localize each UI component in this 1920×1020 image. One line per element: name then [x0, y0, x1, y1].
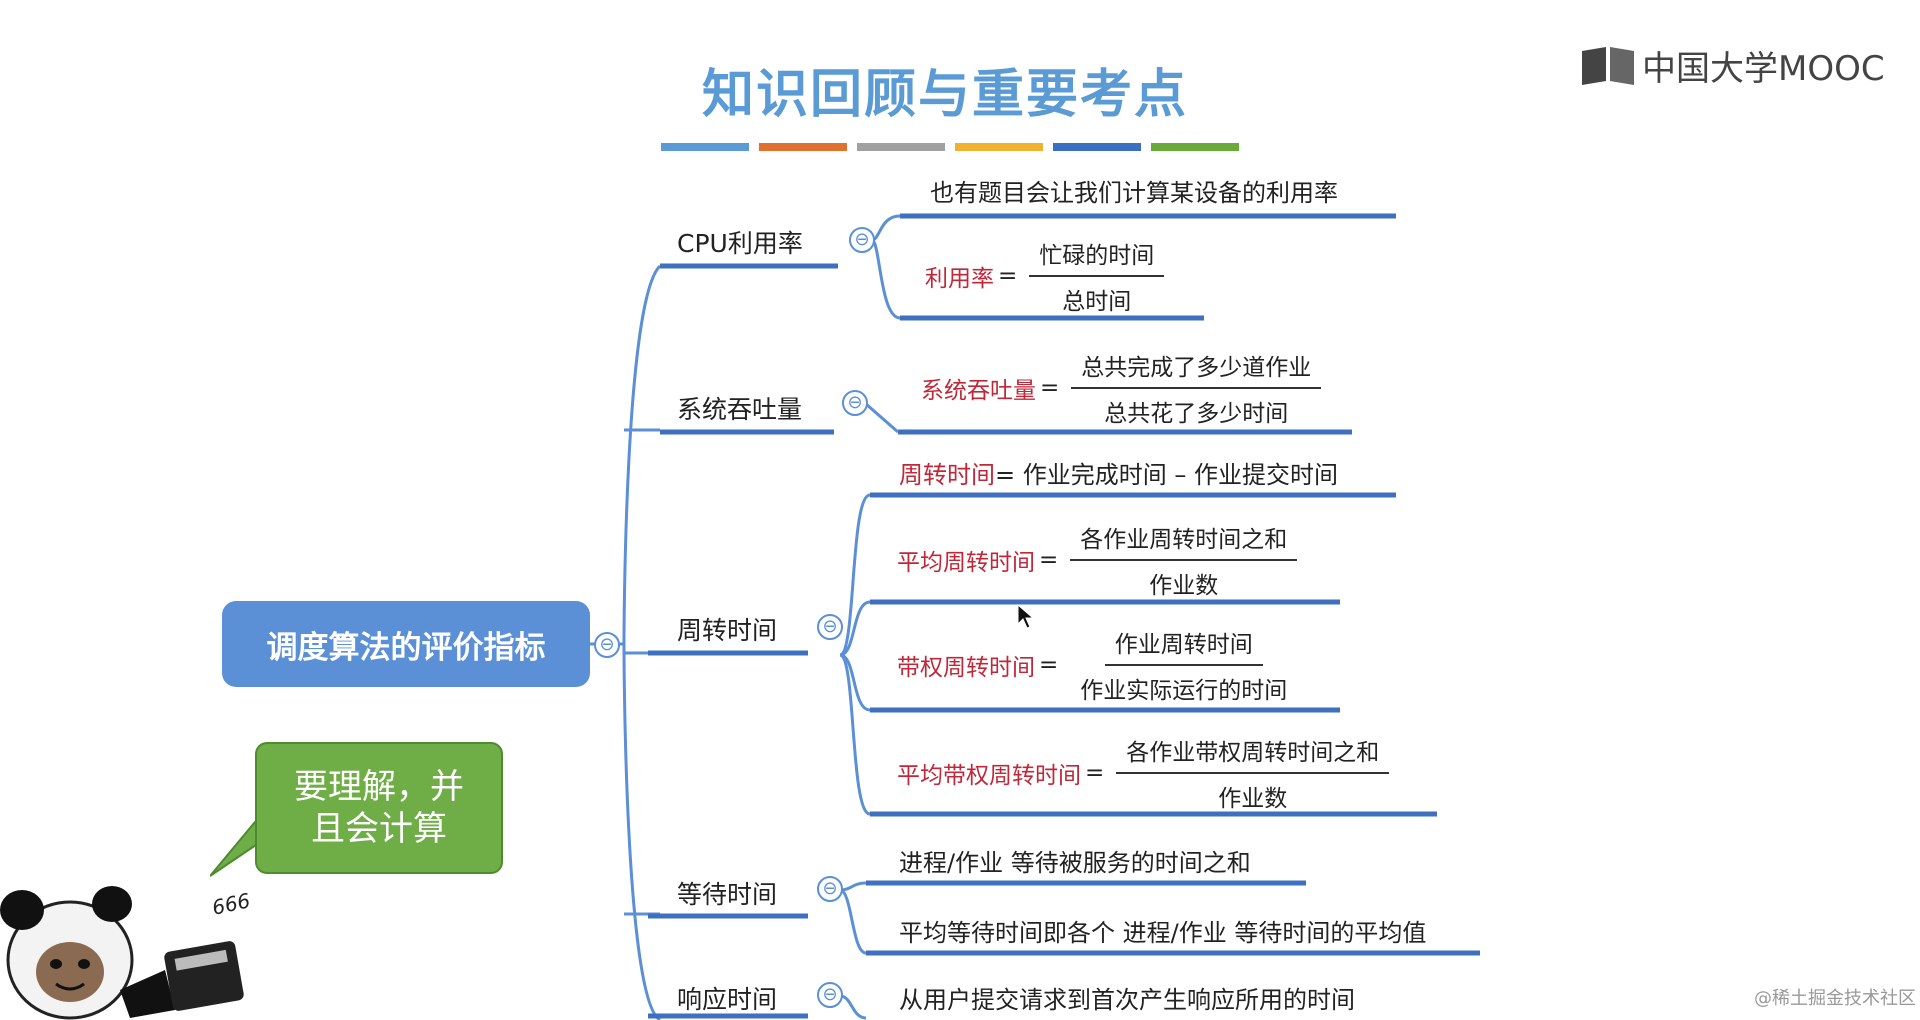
bubble-line-1: 要理解，并 — [294, 767, 464, 807]
turnaround-definition: 周转时间= 作业完成时间 – 作业提交时间 — [899, 455, 1338, 490]
page-title: 知识回顾与重要考点 — [701, 65, 1188, 125]
color-bar-1 — [661, 143, 749, 151]
branch-throughput[interactable]: 系统吞吐量 — [677, 395, 803, 424]
formula-denominator: 作业数 — [1218, 786, 1288, 812]
color-bar-2 — [759, 143, 847, 151]
mouse-cursor-icon — [1017, 604, 1035, 629]
formula-denominator: 作业实际运行的时间 — [1080, 678, 1288, 704]
formula-numerator: 各作业周转时间之和 — [1070, 520, 1298, 561]
trunk-lower — [622, 643, 661, 1020]
color-bar-4 — [955, 143, 1043, 151]
calculator-icon — [164, 941, 244, 1011]
formula-lhs: 平均带权周转时间 — [897, 763, 1081, 789]
speech-bubble: 要理解，并 且会计算 — [255, 742, 503, 874]
root-node[interactable]: 调度算法的评价指标 — [222, 601, 590, 687]
watermark: @稀土掘金技术社区 — [1754, 988, 1916, 1009]
response-leaf-1: 从用户提交请求到首次产生响应所用的时间 — [899, 986, 1355, 1014]
formula-denominator: 总时间 — [1062, 289, 1132, 315]
curve-cpu-formula — [870, 238, 901, 320]
waiting-leaf-2: 平均等待时间即各个 进程/作业 等待时间的平均值 — [899, 919, 1427, 947]
branch-waiting-time[interactable]: 等待时间 — [677, 880, 778, 909]
curve-turnaround-def — [839, 493, 871, 657]
formula-lhs: 平均周转时间 — [897, 550, 1035, 576]
curve-waiting-leaf1 — [839, 881, 867, 892]
formula-lhs: 系统吞吐量 — [921, 378, 1036, 404]
formula-equals: = — [1085, 760, 1105, 786]
formula-equals: = — [1039, 652, 1059, 678]
formula-numerator: 总共完成了多少道作业 — [1071, 348, 1322, 389]
branch-response-time[interactable]: 响应时间 — [677, 985, 778, 1014]
collapse-icon[interactable]: ⊖ — [594, 632, 620, 658]
formula-equals: = — [1039, 547, 1059, 573]
trunk-upper — [622, 264, 662, 645]
panda-meme-icon — [0, 886, 244, 1020]
curve-avg-turnaround — [839, 600, 871, 657]
formula-denominator: 作业数 — [1149, 573, 1219, 599]
curve-waiting-leaf2 — [839, 888, 867, 955]
cpu-formula: 利用率 = 忙碌的时间 总时间 — [925, 236, 1165, 316]
color-bar-6 — [1151, 143, 1239, 151]
curve-throughput — [865, 402, 899, 434]
brand-logo: 中国大学MOOC — [1580, 42, 1885, 89]
formula-equals: = — [1040, 375, 1060, 401]
formula-denominator: 总共花了多少时间 — [1104, 401, 1289, 427]
weighted-turnaround-formula: 带权周转时间 = 作业周转时间 作业实际运行的时间 — [897, 625, 1297, 705]
turnaround-def-lhs: 周转时间 — [899, 461, 995, 489]
waiting-leaf-1: 进程/作业 等待被服务的时间之和 — [899, 849, 1251, 877]
formula-numerator: 各作业带权周转时间之和 — [1116, 733, 1390, 774]
collapse-icon[interactable]: ⊖ — [817, 614, 843, 640]
book-icon — [1580, 45, 1636, 85]
throughput-formula: 系统吞吐量 = 总共完成了多少道作业 总共花了多少时间 — [921, 348, 1322, 428]
collapse-icon[interactable]: ⊖ — [842, 390, 868, 416]
curve-weighted — [839, 653, 871, 712]
formula-numerator: 作业周转时间 — [1104, 625, 1263, 666]
formula-lhs: 利用率 — [925, 266, 994, 292]
branch-turnaround-time[interactable]: 周转时间 — [677, 616, 778, 645]
formula-equals: = — [998, 263, 1018, 289]
color-bar-5 — [1053, 143, 1141, 151]
turnaround-def-rhs: = 作业完成时间 – 作业提交时间 — [995, 461, 1338, 489]
formula-lhs: 带权周转时间 — [897, 655, 1035, 681]
avg-weighted-turnaround-formula: 平均带权周转时间 = 各作业带权周转时间之和 作业数 — [897, 733, 1390, 813]
collapse-icon[interactable]: ⊖ — [817, 982, 843, 1008]
cpu-note: 也有题目会让我们计算某设备的利用率 — [930, 179, 1338, 207]
collapse-icon[interactable]: ⊖ — [849, 227, 875, 253]
formula-numerator: 忙碌的时间 — [1029, 236, 1165, 277]
bubble-line-2: 且会计算 — [311, 809, 447, 849]
curve-response-leaf — [839, 994, 867, 1020]
branch-cpu-utilization[interactable]: CPU利用率 — [677, 229, 803, 258]
collapse-icon[interactable]: ⊖ — [817, 876, 843, 902]
curve-avg-weighted — [839, 653, 871, 816]
curve-cpu-note — [871, 214, 901, 242]
avg-turnaround-formula: 平均周转时间 = 各作业周转时间之和 作业数 — [897, 520, 1298, 600]
color-bar-3 — [857, 143, 945, 151]
brand-name: 中国大学MOOC — [1642, 48, 1885, 89]
